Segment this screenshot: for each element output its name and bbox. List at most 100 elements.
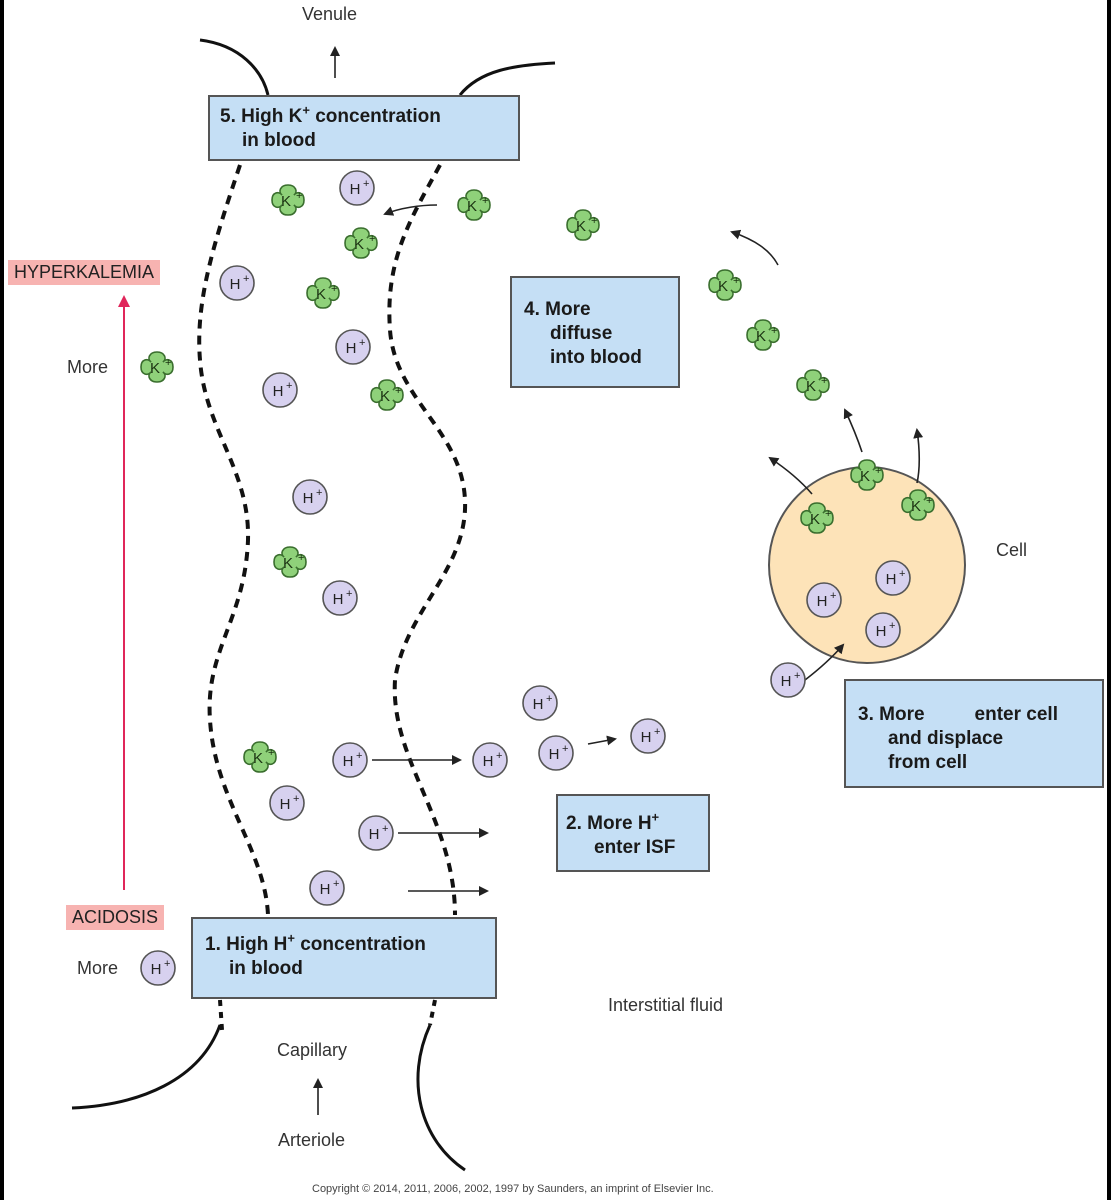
svg-text:+: + — [546, 693, 552, 705]
capillary-label: Capillary — [277, 1040, 348, 1060]
svg-text:K: K — [576, 218, 586, 235]
svg-text:+: + — [165, 357, 171, 369]
svg-text:+: + — [733, 275, 739, 287]
svg-text:H: H — [876, 623, 887, 640]
svg-text:+: + — [395, 385, 401, 397]
step-3-number: 3. — [858, 704, 874, 725]
svg-text:H: H — [817, 593, 828, 610]
step-5-line2: in blood — [242, 130, 316, 151]
hydrogen-ion: H+ — [309, 870, 345, 906]
svg-text:K: K — [253, 750, 263, 767]
svg-text:+: + — [771, 325, 777, 337]
venule-wall-right — [458, 61, 556, 96]
svg-text:+: + — [363, 178, 369, 190]
step-1-line2: in blood — [229, 958, 303, 979]
svg-text:+: + — [889, 620, 895, 632]
step-1-number: 1. — [205, 934, 221, 955]
venule-label: Venule — [302, 4, 358, 24]
step-5-box: 5. High K+ concentration in blood — [208, 95, 520, 161]
k-out-arrow-1 — [768, 456, 813, 495]
svg-text:K: K — [150, 360, 160, 377]
potassium-ion: K+ — [243, 741, 277, 773]
k-out-arrow-3 — [913, 428, 924, 484]
h-isf-arrow — [587, 735, 617, 746]
step-1-sup: + — [287, 930, 295, 946]
k-out-arrow-2 — [843, 408, 863, 453]
svg-text:H: H — [641, 729, 652, 746]
svg-text:+: + — [821, 375, 827, 387]
svg-text:+: + — [926, 495, 932, 507]
potassium-ion: K+ — [796, 369, 830, 401]
svg-text:+: + — [268, 747, 274, 759]
hydrogen-ion: H+ — [538, 735, 574, 771]
potassium-ion: K+ — [306, 277, 340, 309]
svg-text:H: H — [369, 826, 380, 843]
hydrogen-ion: H+ — [770, 662, 806, 698]
hydrogen-ion: H+ — [335, 329, 371, 365]
hydrogen-ion: H+ — [875, 560, 911, 596]
svg-text:+: + — [346, 588, 352, 600]
k-into-capillary-arrow — [383, 204, 438, 216]
step-1-text-b: concentration — [294, 934, 426, 955]
potassium-ion: K+ — [370, 379, 404, 411]
capillary-wall-right-lower — [428, 999, 437, 1026]
svg-text:+: + — [243, 273, 249, 285]
svg-text:+: + — [482, 195, 488, 207]
capillary-wall-left-lower — [218, 999, 224, 1031]
svg-text:K: K — [860, 468, 870, 485]
svg-text:K: K — [911, 498, 921, 515]
step-4-number: 4. — [524, 299, 540, 320]
svg-text:K: K — [810, 511, 820, 528]
potassium-ion: K+ — [901, 489, 935, 521]
step-4-box: 4. More diffuse into blood — [510, 276, 680, 388]
svg-text:H: H — [343, 753, 354, 770]
step-4-text: More — [545, 299, 591, 320]
svg-text:+: + — [356, 750, 362, 762]
hydrogen-ion: H+ — [140, 950, 176, 986]
svg-text:H: H — [549, 746, 560, 763]
svg-text:K: K — [283, 555, 293, 572]
potassium-ion: K+ — [344, 227, 378, 259]
potassium-ion: K+ — [566, 209, 600, 241]
h-into-cell-arrow — [804, 643, 845, 681]
step-2-text: More H — [587, 813, 652, 834]
hydrogen-ion: H+ — [522, 685, 558, 721]
svg-text:H: H — [483, 753, 494, 770]
svg-text:+: + — [293, 793, 299, 805]
svg-text:+: + — [369, 233, 375, 245]
svg-text:+: + — [875, 465, 881, 477]
step-1-text: High H — [226, 934, 288, 955]
step-3-line2: and displace — [888, 728, 1004, 749]
hydrogen-ion: H+ — [322, 580, 358, 616]
step-2-number: 2. — [566, 813, 582, 834]
hydrogen-ion: H+ — [358, 815, 394, 851]
svg-text:+: + — [382, 823, 388, 835]
more-h-label: More — [77, 958, 119, 978]
hydrogen-ion: H+ — [630, 718, 666, 754]
capillary-wall-left — [197, 164, 270, 916]
cell-label: Cell — [996, 540, 1028, 560]
potassium-ion: K+ — [273, 546, 307, 578]
step-2-box: 2. More H+ enter ISF — [556, 794, 710, 872]
step-1-box: 1. High H+ concentration in blood — [191, 917, 497, 999]
step-5-text: High K — [241, 106, 303, 127]
acidosis-label: ACIDOSIS — [66, 905, 165, 930]
hydrogen-ion: H+ — [332, 742, 368, 778]
arteriole-wall-left — [71, 1024, 222, 1110]
potassium-ion: K+ — [708, 269, 742, 301]
svg-text:K: K — [467, 198, 477, 215]
svg-text:+: + — [825, 508, 831, 520]
svg-text:+: + — [359, 337, 365, 349]
hydrogen-ion: H+ — [219, 265, 255, 301]
step-3-text: More — [879, 704, 925, 725]
step-5-number: 5. — [220, 106, 236, 127]
step-4-line3: into blood — [550, 347, 642, 368]
more-k-label: More — [67, 357, 109, 377]
step-2-line2: enter ISF — [594, 837, 676, 858]
svg-text:+: + — [830, 590, 836, 602]
svg-text:+: + — [331, 283, 337, 295]
svg-text:H: H — [273, 383, 284, 400]
hydrogen-ion: H+ — [806, 582, 842, 618]
